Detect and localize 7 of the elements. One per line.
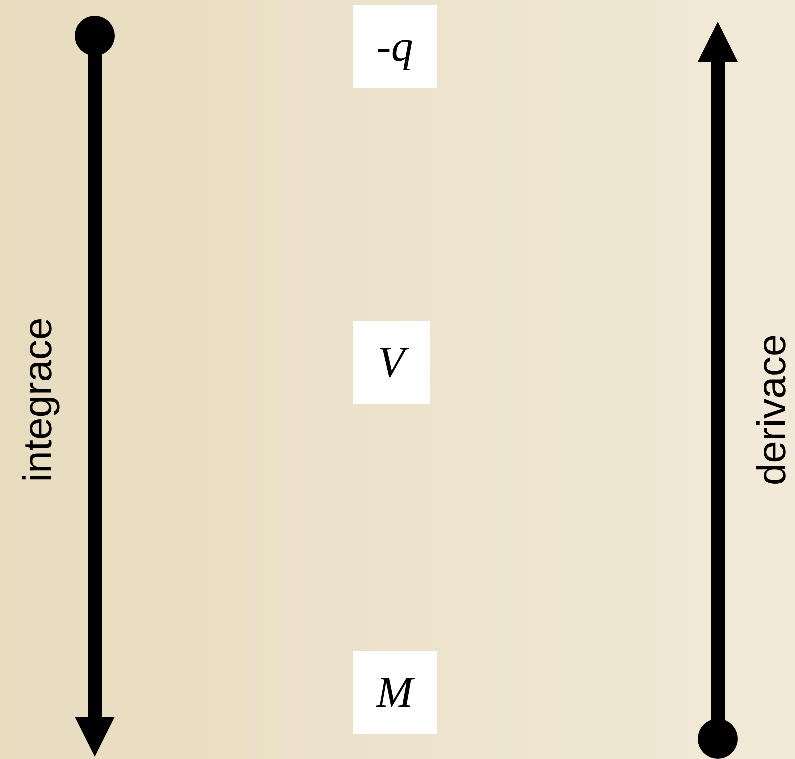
- arrow-label: integrace: [18, 318, 58, 482]
- variable-symbol: -q: [376, 24, 414, 68]
- variable-box: [353, 5, 437, 88]
- arrow-label: derivace: [752, 334, 792, 486]
- variable-box: [353, 321, 430, 404]
- variable-box: [353, 651, 437, 734]
- variable-symbol: M: [376, 670, 414, 714]
